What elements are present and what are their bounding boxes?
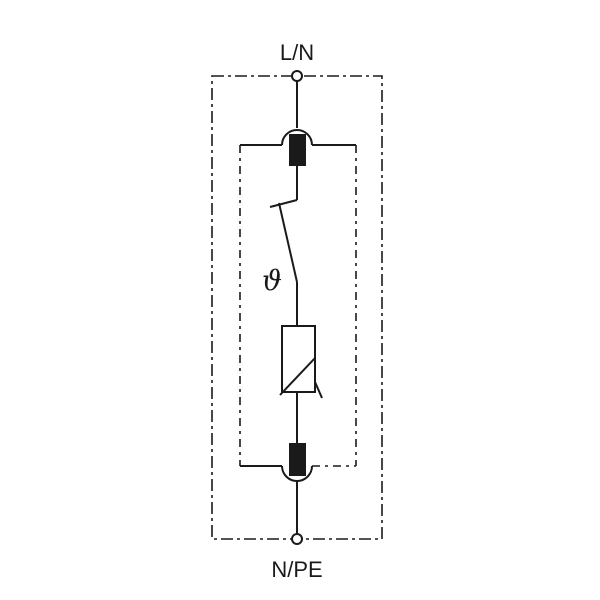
varistor-body (281, 325, 316, 393)
bottom-terminal: N/PE (271, 533, 323, 582)
bottom-terminal-label: N/PE (271, 557, 322, 582)
thermal-symbol: ϑ (262, 264, 282, 297)
top-terminal-node (291, 70, 303, 82)
varistor (279, 325, 323, 443)
top-terminal: L/N (280, 40, 314, 128)
top-terminal-label: L/N (280, 40, 314, 65)
bottom-fuse (281, 443, 313, 534)
top-fuse-block (289, 134, 306, 166)
inner-enclosure (239, 144, 357, 467)
bottom-terminal-node (291, 533, 303, 545)
thermal-disconnector: ϑ (262, 199, 298, 326)
top-fuse (281, 129, 313, 200)
bottom-fuse-block (289, 443, 306, 476)
